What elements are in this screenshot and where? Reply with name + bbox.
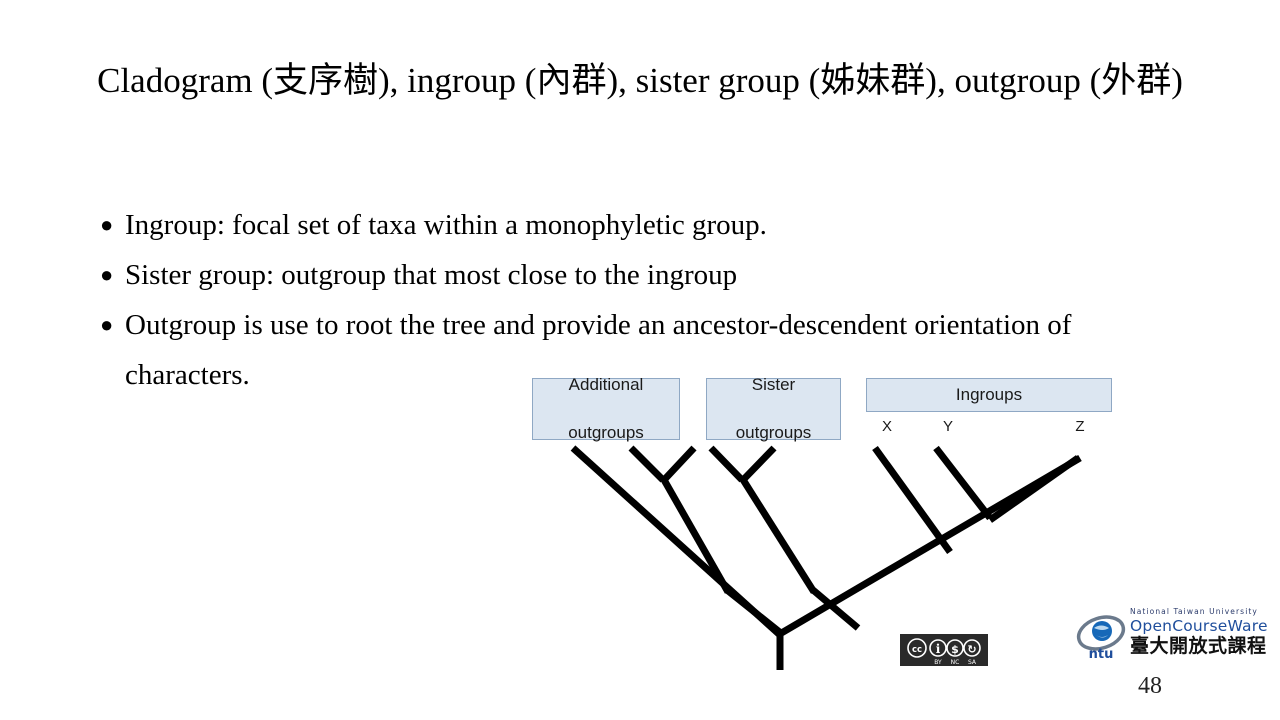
bullet-dot-icon: ● — [100, 262, 114, 287]
cladogram-branches — [570, 445, 1082, 670]
svg-text:cc: cc — [912, 645, 922, 655]
bullet-text: Ingroup: focal set of taxa within a mono… — [125, 209, 767, 241]
bullet-item-2: ● Sister group: outgroup that most close… — [96, 250, 1156, 300]
group-box-ingroups: Ingroups — [866, 378, 1112, 412]
tip-label-x: X — [881, 418, 892, 435]
group-box-label-line1: Additional — [568, 375, 644, 394]
cc-license-badge: cc i $ ↻ BY NC SA — [900, 634, 988, 666]
ntu-ocw-logo: ntu National Taiwan University OpenCours… — [1075, 607, 1268, 663]
branch-additional-clade-stem — [659, 476, 732, 594]
group-box-additional-outgroups: Additional outgroups — [532, 375, 680, 442]
group-box-label-line2: outgroups — [568, 423, 644, 442]
branch-tip-x — [872, 445, 953, 555]
bullet-text: Sister group: outgroup that most close t… — [125, 259, 738, 291]
branch-sister-join — [810, 587, 861, 631]
cc-label-by: BY — [934, 659, 942, 666]
ocw-program-name-zh: 臺大開放式課程 — [1130, 635, 1267, 657]
cc-label-nc: NC — [951, 659, 960, 666]
cc-license-icon: cc i $ ↻ BY NC SA — [900, 634, 988, 666]
bullet-dot-icon: ● — [100, 212, 114, 237]
bullet-item-3: ● Outgroup is use to root the tree and p… — [96, 300, 1156, 400]
branch-sister-clade-stem — [739, 476, 817, 594]
branch-tip-2 — [628, 445, 666, 483]
tip-label-z: Z — [1075, 418, 1085, 435]
branch-tip-5 — [740, 445, 777, 483]
group-box-label-line1: Ingroups — [955, 385, 1023, 404]
bullet-list: ● Ingroup: focal set of taxa within a mo… — [96, 200, 1156, 400]
branch-tip-y — [933, 445, 993, 521]
ntu-globe-icon: ntu — [1076, 615, 1126, 661]
page-number: 48 — [1138, 673, 1162, 699]
group-box-label-line2: outgroups — [735, 423, 812, 442]
branch-tip-4 — [708, 445, 745, 483]
tip-label-y: Y — [942, 418, 953, 435]
svg-text:$: $ — [951, 643, 959, 656]
group-box-label-line1: Sister — [751, 375, 796, 394]
bullet-dot-icon: ● — [100, 312, 114, 337]
ocw-university-name: National Taiwan University — [1130, 607, 1258, 616]
ocw-program-name: OpenCourseWare — [1130, 617, 1268, 635]
branch-tip-z — [987, 455, 1081, 523]
bullet-item-1: ● Ingroup: focal set of taxa within a mo… — [96, 200, 1156, 250]
branch-tip-3 — [661, 445, 697, 483]
bullet-text: Outgroup is use to root the tree and pro… — [125, 309, 1072, 391]
svg-text:↻: ↻ — [967, 643, 976, 656]
cladogram-diagram: Additional outgroups Sister outgroups In… — [520, 370, 1140, 690]
page-title: Cladogram (支序樹), ingroup (內群), sister gr… — [97, 61, 1183, 100]
svg-text:ntu: ntu — [1089, 647, 1114, 661]
group-box-sister-outgroups: Sister outgroups — [706, 375, 841, 442]
branch-additional-join — [724, 587, 785, 637]
cc-label-sa: SA — [968, 659, 977, 666]
svg-text:i: i — [936, 642, 941, 656]
